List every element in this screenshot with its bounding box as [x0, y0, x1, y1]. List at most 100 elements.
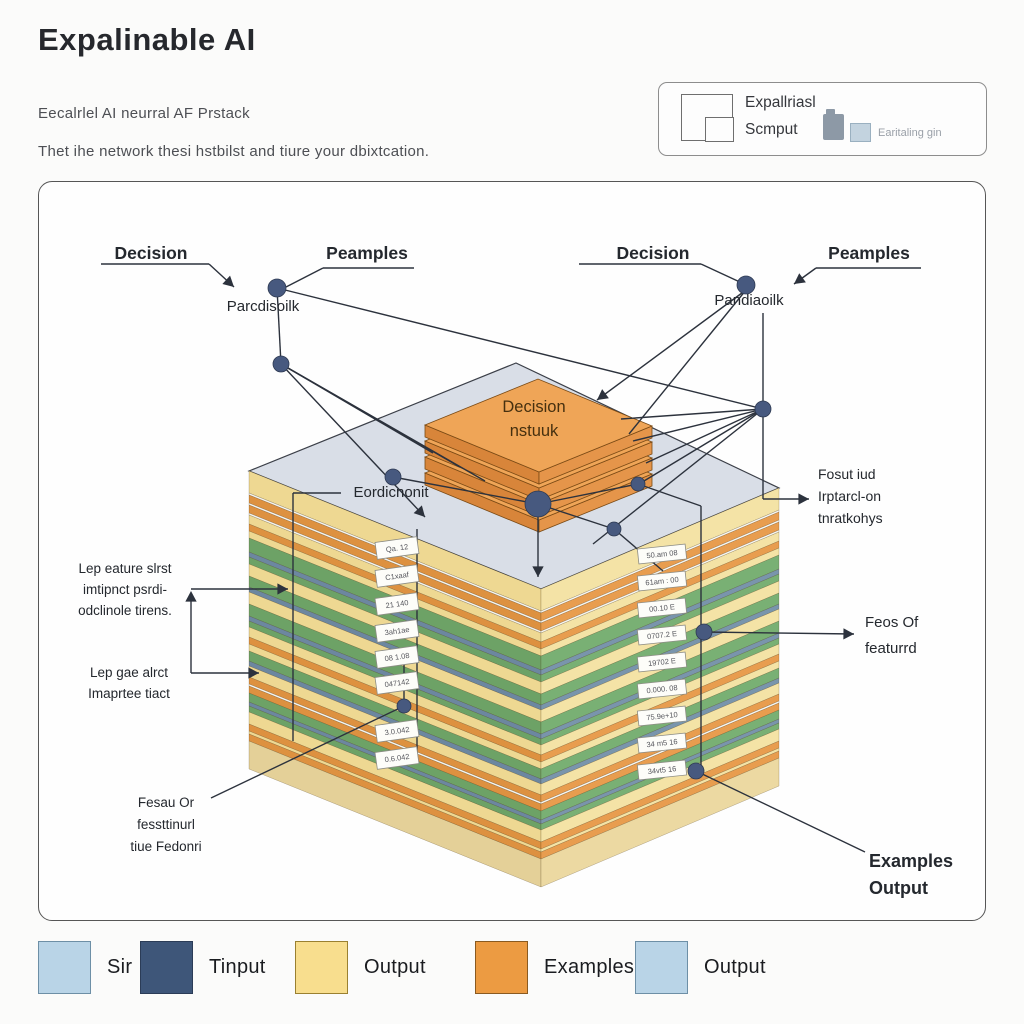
layer-value-text: 34vt5 16: [647, 764, 677, 776]
arrowhead: [798, 493, 809, 505]
node-dot: [754, 400, 772, 418]
annotation-line: [210, 705, 405, 799]
legend-swatch: [38, 941, 91, 994]
annotation-line: [645, 408, 764, 464]
layer-value-box: [374, 619, 420, 643]
node-dot: [630, 476, 646, 492]
label-pandiaoilk: Pandiaoilk: [714, 292, 784, 309]
annotation-line: [392, 476, 539, 505]
layer-value-box: [374, 719, 420, 743]
legend-swatch: [140, 941, 193, 994]
label-decision-right: Decision: [617, 243, 690, 263]
node-dot: [695, 623, 713, 641]
layer-value-box: [636, 759, 688, 781]
layer-value-box: [374, 564, 420, 588]
arrowhead: [794, 273, 806, 284]
layer-value-box: [636, 678, 688, 700]
layer-value-box: [636, 732, 688, 754]
legend-label: Output: [704, 956, 766, 978]
layer-value-box: [374, 536, 420, 560]
annotation-line: [703, 631, 855, 635]
nested-squares-inner: [704, 116, 734, 142]
annotation-line: [280, 363, 426, 518]
annotation-line: [638, 408, 764, 485]
page-subtitle-1: Eecalrlel AI neurral AF Prstack: [38, 105, 250, 122]
node-dot: [606, 521, 622, 537]
label-decision-left: Decision: [115, 243, 188, 263]
legend-label: Output: [364, 956, 426, 978]
annotation-line: [285, 267, 324, 288]
node-dot: [272, 355, 290, 373]
node-dot: [687, 762, 705, 780]
top-legend-line-1: Expallriasl: [745, 94, 816, 111]
annotation-line: [592, 408, 764, 545]
layer-value-box: [636, 624, 688, 646]
legend-item: Sir: [38, 941, 132, 994]
dark-block-icon: [823, 109, 844, 140]
annotation-line: [620, 408, 764, 420]
node-dot: [267, 278, 287, 298]
layer-value-box: [636, 543, 688, 565]
label-eordicnonit: Eordicnonit: [353, 484, 429, 501]
node-dot: [736, 275, 756, 295]
node-dot: [524, 490, 552, 518]
layer-value-text: 08 1.08: [384, 651, 410, 663]
layer-value-text: 75.9e+10: [646, 710, 678, 722]
arrowhead: [413, 505, 425, 517]
legend-item: Output: [635, 941, 766, 994]
layer-value-box: [374, 746, 420, 770]
layer-value-box: [636, 597, 688, 619]
top-legend-box: Expallriasl Scmput Earitaling gin: [658, 82, 987, 156]
legend-label: Tinput: [209, 956, 266, 978]
layer-value-text: 21 140: [385, 598, 409, 610]
annotation-line: [276, 287, 764, 410]
layer-value-text: 00.10 E: [649, 602, 676, 614]
layer-value-text: C1xaaf: [385, 570, 411, 582]
decision-block-top: [423, 378, 654, 473]
light-square-icon: [850, 123, 871, 142]
arrowhead: [843, 628, 854, 640]
legend-label: Sir: [107, 956, 133, 978]
arrowhead: [532, 566, 544, 577]
layer-value-text: 0707.2 E: [647, 629, 678, 641]
annotation-line: [637, 483, 702, 507]
arrowhead: [248, 667, 259, 679]
legend-item: Output: [295, 941, 426, 994]
layer-value-box: [374, 592, 420, 616]
top-legend-caption: Earitaling gin: [878, 127, 942, 139]
dark-block-icon-tab: [826, 109, 835, 115]
arrowhead: [597, 389, 609, 400]
layer-value-text: Qa. 12: [385, 542, 409, 554]
layer-value-text: 0.000. 08: [646, 683, 678, 695]
layer-value-text: 34 m5 16: [646, 737, 678, 749]
layer-value-box: [636, 705, 688, 727]
layer-value-text: 50.am 08: [646, 548, 678, 560]
layer-value-box: [636, 570, 688, 592]
annotation-line: [276, 287, 282, 365]
arrowhead: [185, 591, 197, 602]
node-dot: [384, 468, 402, 486]
arrowhead: [222, 275, 234, 287]
layer-value-text: 3.0.042: [384, 725, 410, 737]
layer-value-text: 3ah1ae: [384, 625, 410, 637]
annotation-line: [700, 263, 743, 284]
legend-swatch: [475, 941, 528, 994]
layer-value-box: [636, 651, 688, 673]
annotation-line: [628, 289, 747, 435]
label-peamples-left: Peamples: [326, 243, 408, 263]
annotation-line: [695, 770, 866, 853]
annotation-line: [596, 289, 747, 401]
layer-value-text: 0.6.042: [384, 752, 410, 764]
legend-item: Tinput: [140, 941, 266, 994]
node-dot: [396, 698, 412, 714]
legend-swatch: [635, 941, 688, 994]
annotation-line: [280, 363, 486, 482]
